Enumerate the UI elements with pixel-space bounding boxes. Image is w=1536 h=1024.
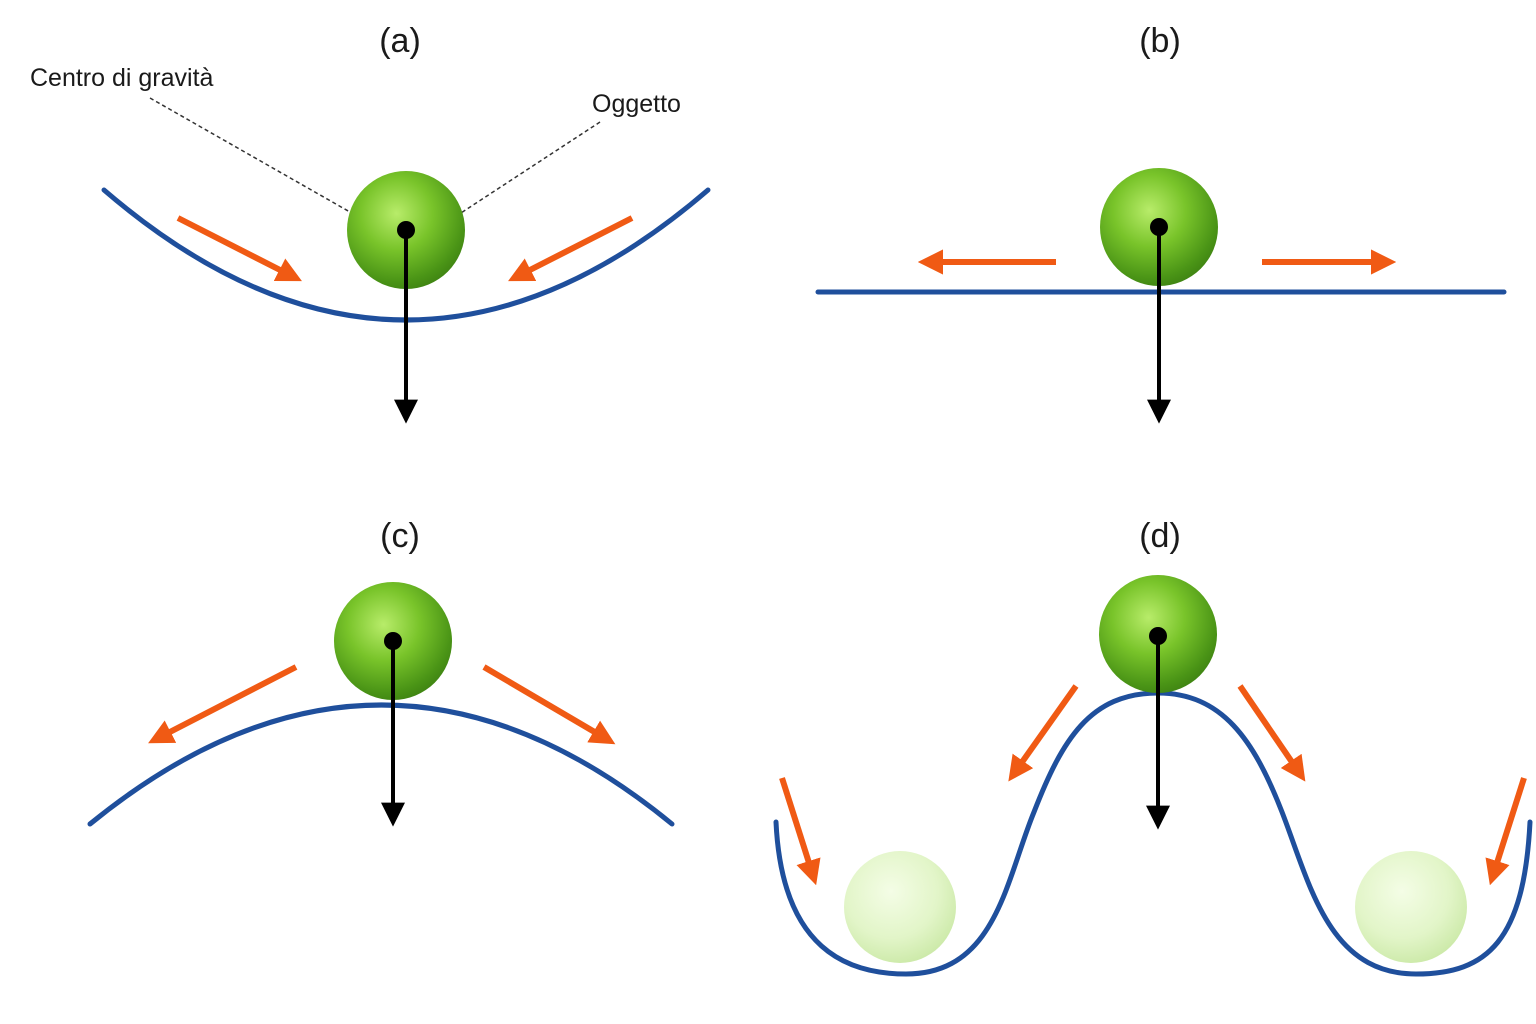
motion-arrow-inner-right xyxy=(1237,684,1306,782)
panel-d-label: (d) xyxy=(1139,517,1181,555)
panel-b: (b) xyxy=(815,22,1507,424)
panel-d: (d) xyxy=(773,517,1533,977)
convex-surface xyxy=(87,702,675,827)
motion-arrow-right xyxy=(482,664,616,745)
faded-ball-left xyxy=(844,851,956,963)
panel-c-label: (c) xyxy=(380,517,420,555)
object-leader xyxy=(437,121,601,229)
motion-arrow-outer-right xyxy=(1485,777,1527,886)
panel-c: (c) xyxy=(87,517,675,827)
faded-ball-right xyxy=(1355,851,1467,963)
motion-arrow-right xyxy=(508,215,634,282)
motion-arrow-left xyxy=(176,215,302,282)
center-of-gravity-label: Centro di gravità xyxy=(30,64,214,92)
panel-a: (a) Centro di gravità Oggetto xyxy=(30,22,711,424)
motion-arrow-outer-left xyxy=(779,777,821,886)
motion-arrow-left xyxy=(148,664,298,744)
panel-a-label: (a) xyxy=(379,22,421,60)
object-label: Oggetto xyxy=(592,90,681,118)
center-of-gravity-leader xyxy=(149,97,379,229)
panel-b-label: (b) xyxy=(1139,22,1181,60)
motion-arrow-inner-left xyxy=(1008,684,1079,782)
